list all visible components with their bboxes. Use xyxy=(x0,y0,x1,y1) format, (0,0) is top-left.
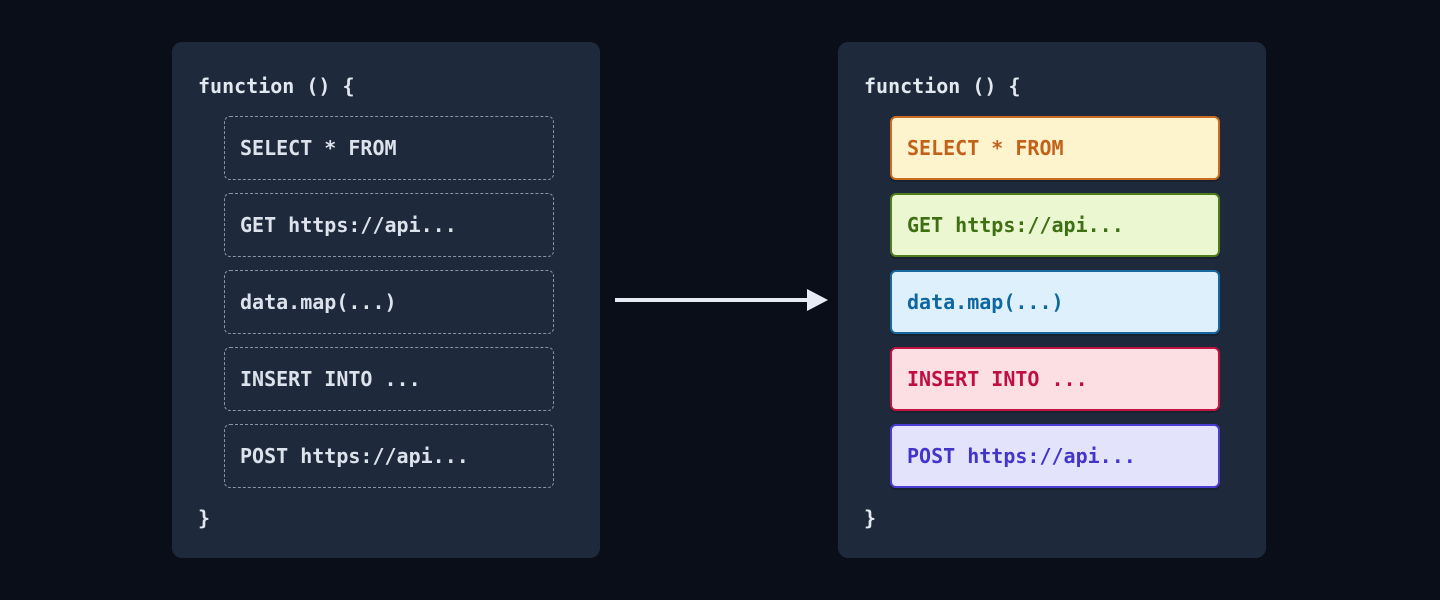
snippet-data-map: data.map(...) xyxy=(224,270,554,334)
left-code-panel: function () { SELECT * FROM GET https://… xyxy=(172,42,600,558)
snippet-post-api-highlighted: POST https://api... xyxy=(890,424,1220,488)
snippet-get-api: GET https://api... xyxy=(224,193,554,257)
arrow-right-icon xyxy=(615,288,828,312)
closing-brace: } xyxy=(864,506,877,530)
snippet-get-api-highlighted: GET https://api... xyxy=(890,193,1220,257)
arrow-line xyxy=(615,298,809,302)
snippet-select-from-highlighted: SELECT * FROM xyxy=(890,116,1220,180)
closing-brace: } xyxy=(198,506,211,530)
snippet-data-map-highlighted: data.map(...) xyxy=(890,270,1220,334)
right-code-panel: function () { SELECT * FROM GET https://… xyxy=(838,42,1266,558)
snippet-select-from: SELECT * FROM xyxy=(224,116,554,180)
snippet-insert-into-highlighted: INSERT INTO ... xyxy=(890,347,1220,411)
snippet-post-api: POST https://api... xyxy=(224,424,554,488)
function-declaration: function () { xyxy=(198,74,355,98)
function-declaration: function () { xyxy=(864,74,1021,98)
snippet-insert-into: INSERT INTO ... xyxy=(224,347,554,411)
arrow-head xyxy=(807,289,828,311)
